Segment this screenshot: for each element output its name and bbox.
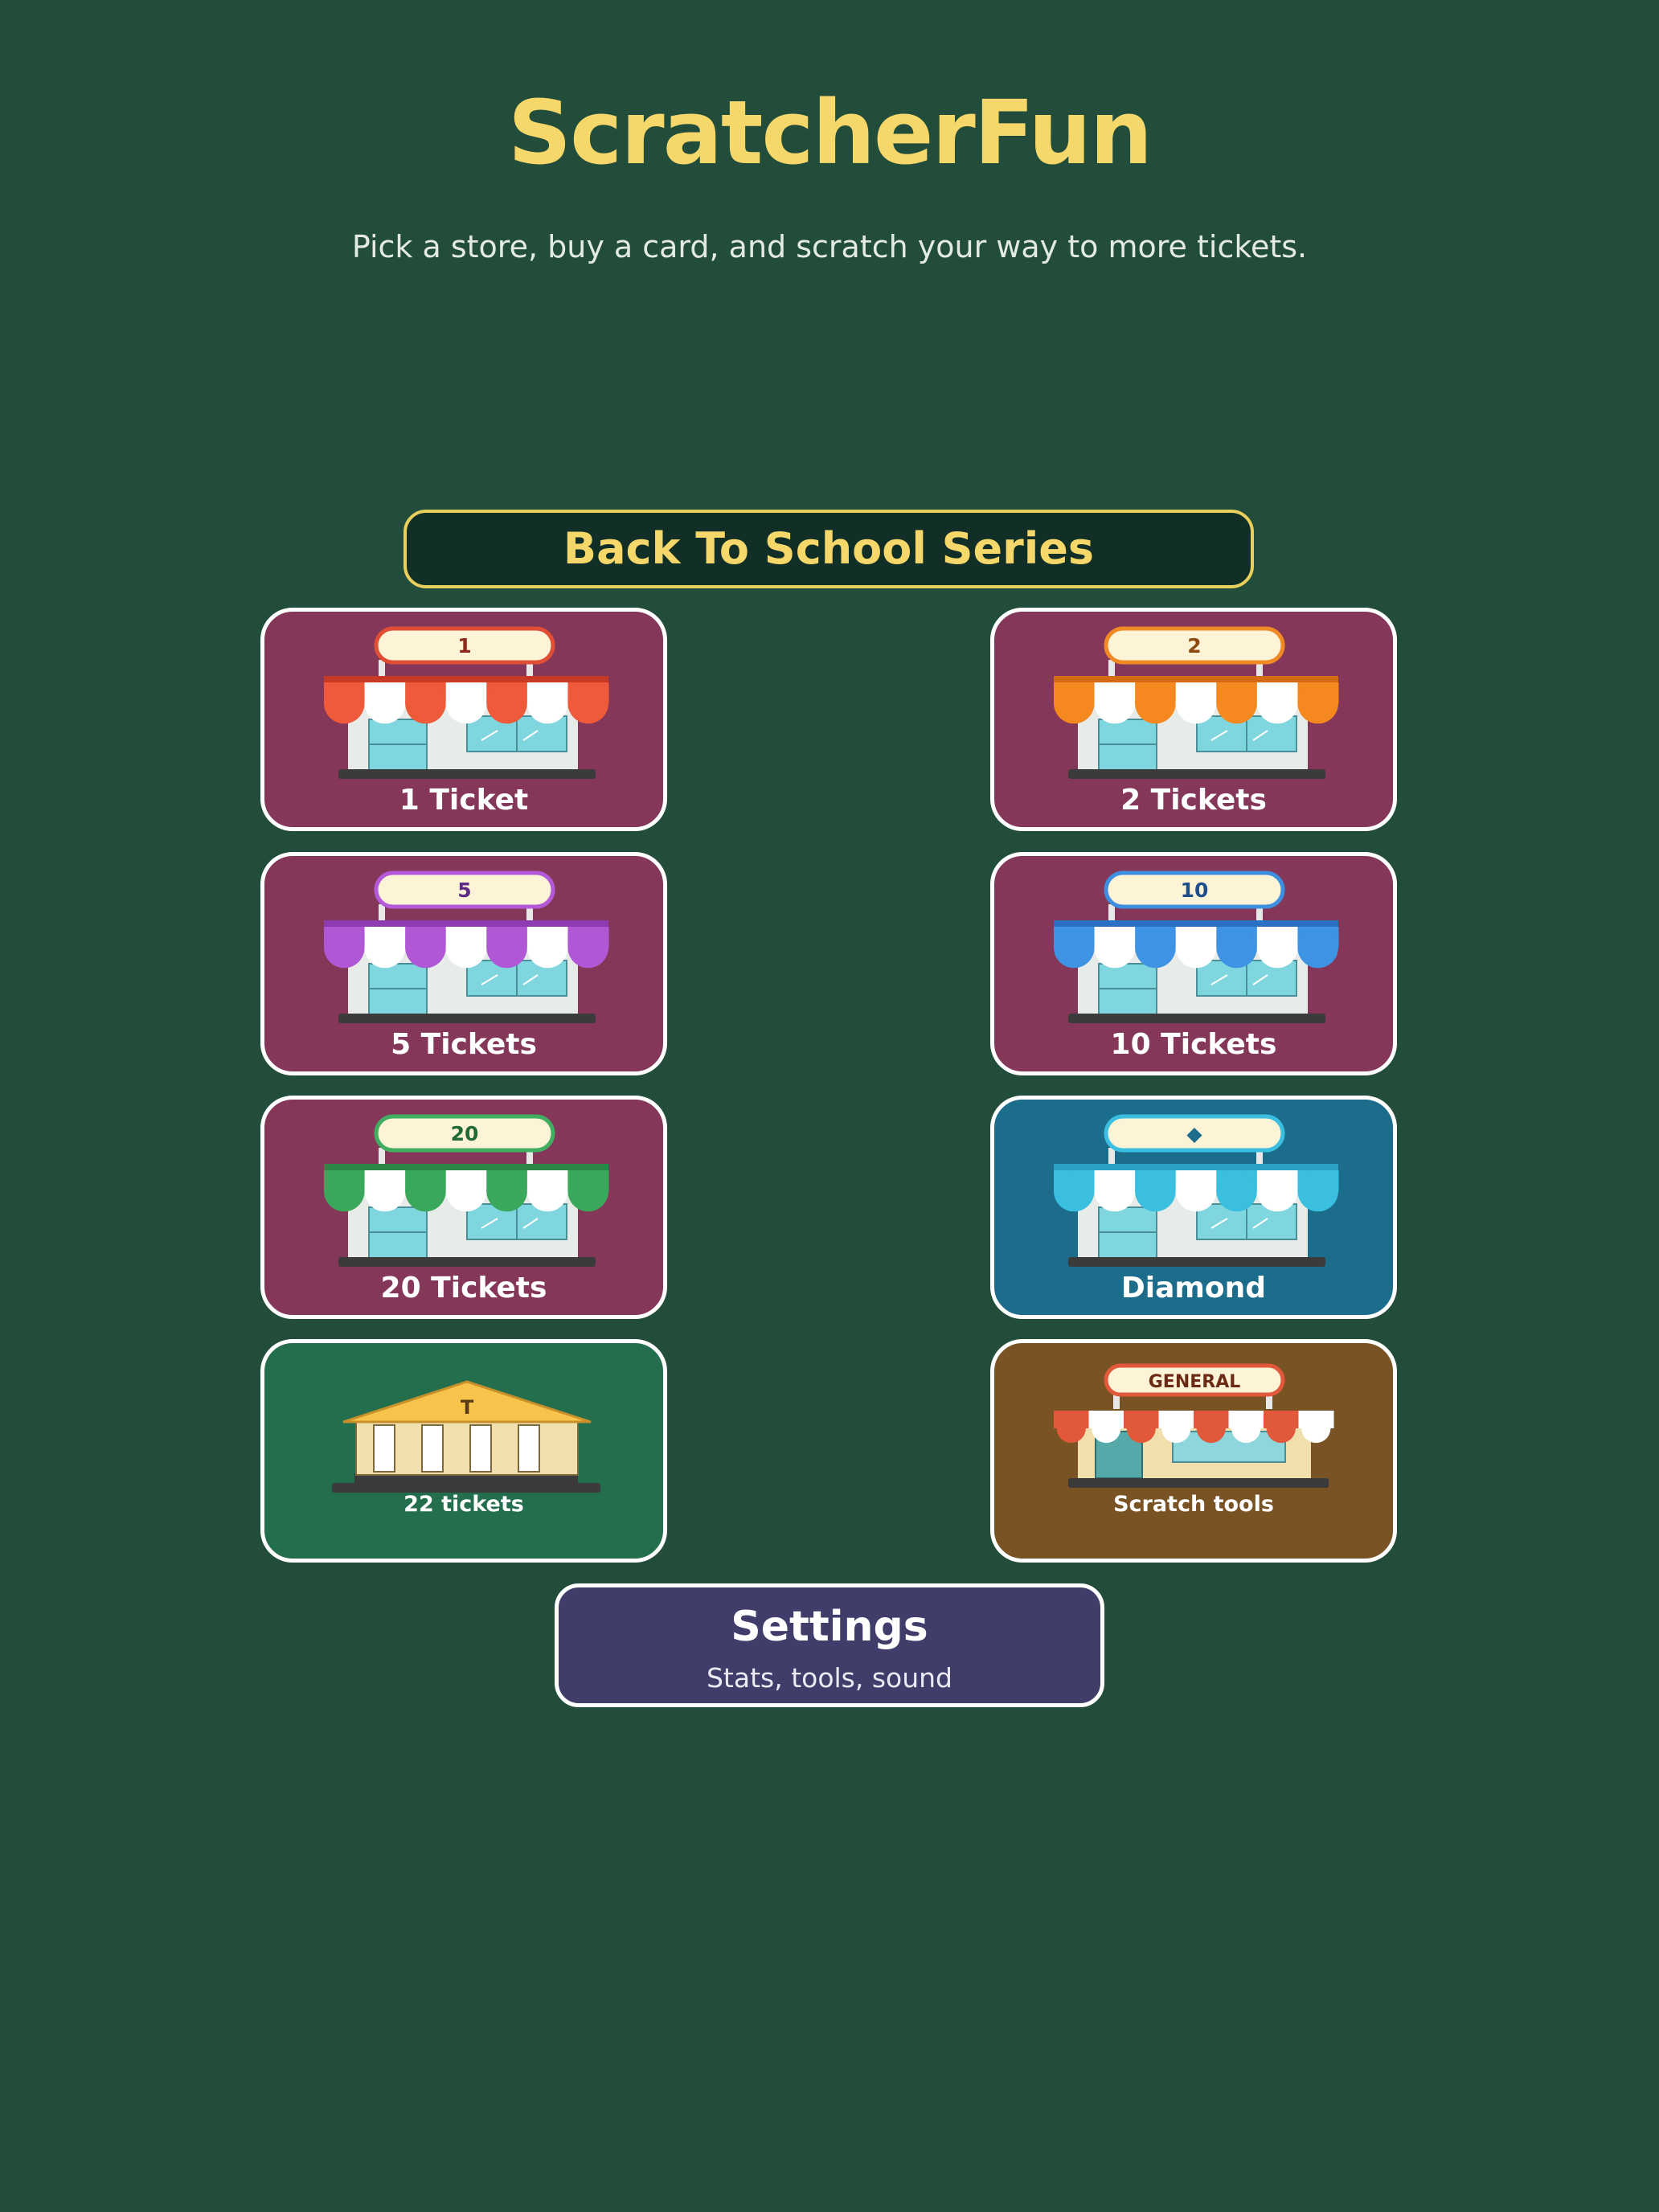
store-awning bbox=[1054, 676, 1338, 682]
settings-subtitle: Stats, tools, sound bbox=[706, 1662, 953, 1694]
store-card-10-tickets[interactable]: 10 10 Tickets bbox=[990, 852, 1397, 1075]
bank-base bbox=[332, 1483, 600, 1493]
store-awning bbox=[324, 1164, 608, 1170]
general-store-label: Scratch tools bbox=[1113, 1492, 1274, 1517]
store-sign bbox=[374, 870, 555, 909]
storefront-icon: 20 bbox=[324, 1114, 609, 1267]
store-label: 20 Tickets bbox=[380, 1272, 547, 1305]
bank-card[interactable]: T 22 tickets bbox=[260, 1339, 667, 1563]
store-label: 5 Tickets bbox=[391, 1028, 537, 1061]
bank-pillar bbox=[469, 1424, 492, 1473]
settings-title: Settings bbox=[731, 1603, 928, 1651]
general-store-sign bbox=[1104, 1363, 1285, 1397]
storefront-icon: 1 bbox=[324, 626, 609, 779]
bank-roof bbox=[342, 1380, 592, 1423]
store-label: 10 Tickets bbox=[1110, 1028, 1277, 1061]
store-base bbox=[1068, 769, 1325, 779]
bank-pillar bbox=[518, 1424, 540, 1473]
store-base bbox=[338, 769, 596, 779]
bank-ticket-count: 22 tickets bbox=[403, 1492, 524, 1517]
settings-button[interactable]: Settings Stats, tools, sound bbox=[555, 1583, 1104, 1707]
store-sign-text: 1 bbox=[457, 634, 471, 657]
store-label: 2 Tickets bbox=[1120, 784, 1267, 817]
store-awning bbox=[1054, 1164, 1338, 1170]
store-sign bbox=[1104, 1114, 1285, 1153]
bank-pillar bbox=[421, 1424, 444, 1473]
bank-icon: T bbox=[332, 1380, 600, 1493]
store-base bbox=[338, 1014, 596, 1023]
bank-sign-text: T bbox=[461, 1396, 474, 1419]
store-card-20-tickets[interactable]: 20 20 Tickets bbox=[260, 1096, 667, 1319]
store-sign-text: 5 bbox=[457, 879, 471, 902]
store-sign bbox=[374, 1114, 555, 1153]
store-sign-text: 2 bbox=[1187, 634, 1201, 657]
store-base bbox=[338, 1257, 596, 1267]
general-store-card[interactable]: GENERAL Scratch tools bbox=[990, 1339, 1397, 1563]
storefront-icon: ◆ bbox=[1054, 1114, 1339, 1267]
store-awning bbox=[1054, 920, 1338, 927]
general-store-sign-text: GENERAL bbox=[1149, 1372, 1241, 1392]
storefront-icon: 5 bbox=[324, 870, 609, 1023]
store-awning bbox=[324, 920, 608, 927]
store-awning bbox=[324, 676, 608, 682]
storefront-icon: 2 bbox=[1054, 626, 1339, 779]
store-sign-text: ◆ bbox=[1186, 1122, 1202, 1145]
bank-pillar bbox=[373, 1424, 395, 1473]
store-sign-text: 10 bbox=[1181, 879, 1209, 902]
store-sign-text: 20 bbox=[451, 1122, 479, 1145]
store-sign bbox=[1104, 870, 1285, 909]
general-store-base bbox=[1068, 1478, 1329, 1488]
store-card-5-tickets[interactable]: 5 5 Tickets bbox=[260, 852, 667, 1075]
store-base bbox=[1068, 1257, 1325, 1267]
store-sign bbox=[1104, 626, 1285, 665]
store-card-2-tickets[interactable]: 2 2 Tickets bbox=[990, 608, 1397, 831]
store-card-1-ticket[interactable]: 1 1 Ticket bbox=[260, 608, 667, 831]
store-label: 1 Ticket bbox=[399, 784, 529, 817]
app-title: ScratcherFun bbox=[507, 81, 1153, 184]
series-banner: Back To School Series bbox=[403, 510, 1254, 588]
store-label: Diamond bbox=[1120, 1272, 1267, 1305]
app-subtitle: Pick a store, buy a card, and scratch yo… bbox=[351, 229, 1308, 264]
general-store-window bbox=[1172, 1431, 1286, 1463]
general-store-icon: GENERAL bbox=[1054, 1363, 1334, 1488]
store-sign bbox=[374, 626, 555, 665]
storefront-icon: 10 bbox=[1054, 870, 1339, 1023]
store-base bbox=[1068, 1014, 1325, 1023]
store-card-diamond[interactable]: ◆ Diamond bbox=[990, 1096, 1397, 1319]
